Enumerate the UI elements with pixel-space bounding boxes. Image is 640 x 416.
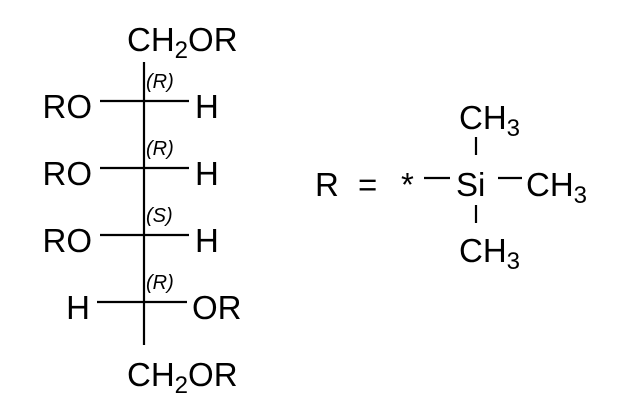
row-3-left: RO (43, 222, 93, 259)
row-1-stereo: (R) (146, 71, 174, 93)
row-4-stereo: (R) (146, 272, 174, 294)
row-2-right: H (195, 155, 219, 192)
methyl-top: CH3 (459, 99, 520, 142)
row-1-right: H (195, 88, 219, 125)
methyl-bottom: CH3 (459, 232, 520, 275)
row-1-left: RO (43, 88, 93, 125)
silicon-atom: Si (456, 166, 485, 203)
equals-sign: = (358, 166, 377, 203)
r-label: R (315, 166, 339, 203)
row-2-stereo: (R) (146, 138, 174, 160)
row-4-left: H (66, 289, 90, 326)
attachment-point: * (401, 166, 414, 203)
top-ch2or: CH2OR (127, 21, 238, 64)
bottom-ch2or: CH2OR (127, 356, 238, 399)
row-3-stereo: (S) (146, 205, 173, 227)
row-4-right: OR (192, 289, 242, 326)
methyl-right: CH3 (526, 166, 587, 209)
row-3-right: H (195, 222, 219, 259)
row-2-left: RO (43, 155, 93, 192)
